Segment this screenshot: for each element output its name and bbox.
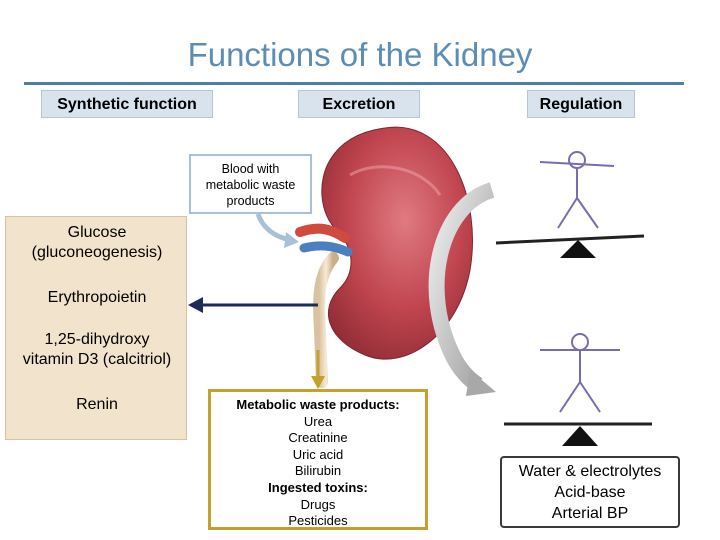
- blood-inflow-arrowhead: [284, 232, 299, 248]
- synthetic-item-line: vitamin D3 (calcitriol): [22, 351, 172, 368]
- synthetic-item-line: Erythropoietin: [47, 289, 147, 306]
- waste-item: Urea: [303, 413, 333, 429]
- blood-inflow-arrow: [255, 213, 291, 243]
- synthesis-arrowhead: [188, 297, 203, 313]
- waste-heading: Metabolic waste products:: [236, 397, 400, 412]
- synthetic-item-glucose: Glucose (gluconeogenesis): [6, 223, 188, 263]
- toxin-item: Pesticides: [288, 513, 348, 529]
- title-underline: [24, 82, 684, 85]
- blood-input-label: Blood with metabolic waste products: [189, 154, 312, 214]
- human-figure-icon: [540, 333, 620, 413]
- synthetic-item-renin: Renin: [6, 395, 188, 415]
- toxins-heading: Ingested toxins:: [268, 479, 368, 495]
- regulation-item: Water & electrolytes: [518, 463, 662, 480]
- balance-scale-icon: [495, 234, 645, 258]
- waste-item: Creatinine: [288, 430, 348, 446]
- balance-scale-icon: [504, 422, 652, 446]
- toxin-item: Drugs: [300, 496, 336, 512]
- synthetic-item-vitamin-d3: 1,25-dihydroxy vitamin D3 (calcitriol): [6, 330, 188, 370]
- blood-label-line: metabolic waste: [205, 178, 296, 192]
- excretion-products-panel: Metabolic waste products: Urea Creatinin…: [208, 389, 428, 530]
- regulation-panel: Water & electrolytes Acid-base Arterial …: [500, 456, 680, 528]
- curved-arrow-icon: [428, 182, 496, 396]
- regulation-item: Acid-base: [554, 484, 626, 501]
- header-excretion: Excretion: [298, 90, 420, 118]
- blood-label-line: products: [226, 194, 275, 208]
- header-synthetic-function: Synthetic function: [41, 90, 213, 118]
- synthetic-item-line: (gluconeogenesis): [31, 244, 163, 261]
- header-regulation: Regulation: [527, 90, 635, 118]
- synthetic-item-line: Renin: [76, 396, 118, 413]
- regulation-item: Arterial BP: [551, 505, 629, 522]
- synthetic-item-erythropoietin: Erythropoietin: [6, 288, 188, 308]
- waste-item: Uric acid: [292, 446, 344, 462]
- page-title: Functions of the Kidney: [187, 36, 533, 73]
- synthetic-item-line: Glucose: [67, 224, 127, 241]
- synthetic-item-line: 1,25-dihydroxy: [44, 331, 150, 348]
- blood-label-line: Blood with: [221, 162, 280, 176]
- human-figure-icon: [539, 151, 615, 229]
- synthetic-function-panel: Glucose (gluconeogenesis) Erythropoietin…: [5, 216, 187, 440]
- excretion-arrowhead: [311, 376, 325, 389]
- waste-item: Bilirubin: [294, 463, 342, 479]
